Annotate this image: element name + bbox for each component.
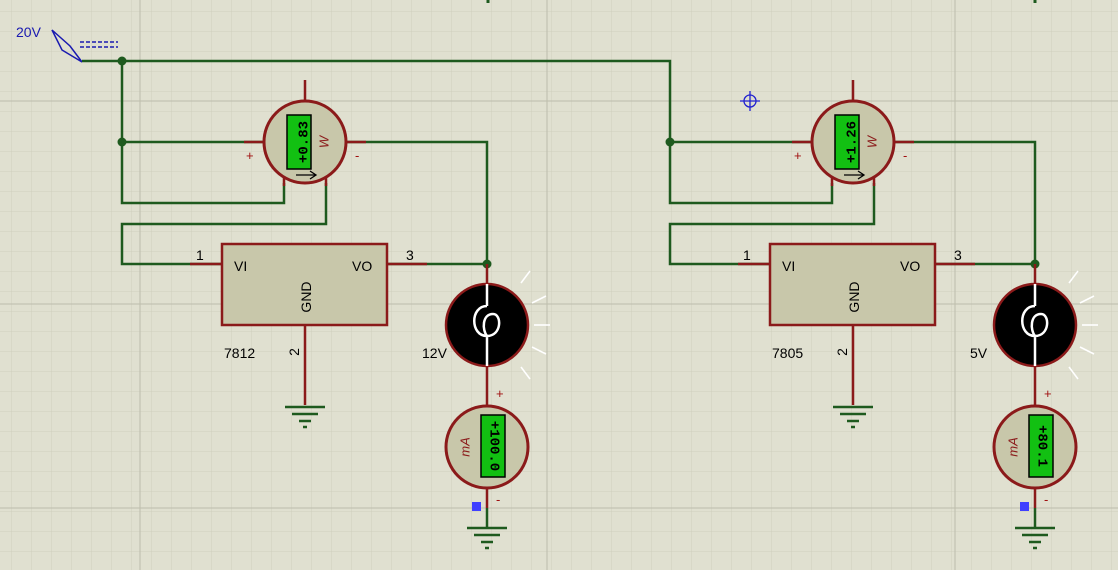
ground-icon (1015, 508, 1055, 550)
ammeter-reading: +100.0 (485, 421, 501, 471)
ground-icon (285, 405, 325, 429)
regulator-part: 7812 (224, 345, 255, 361)
wattmeter-plus: + (794, 148, 802, 163)
ammeter-reading: +80.1 (1033, 425, 1049, 467)
ammeter-plus: + (496, 386, 504, 401)
light-rays-icon (1068, 270, 1098, 380)
wattmeter-display (834, 114, 860, 170)
lamp-left[interactable]: 12V (422, 264, 550, 405)
regulator-pin-gnd: GND (846, 281, 862, 312)
wattmeter-unit: W (864, 134, 879, 148)
wattmeter-right[interactable]: +1.26 W + - (792, 80, 914, 186)
filament-icon (1021, 284, 1049, 366)
regulator-num-gnd: 2 (286, 348, 302, 356)
wattmeter-plus: + (246, 148, 254, 163)
wattmeter-unit: W (316, 134, 331, 148)
regulator-num-in: 1 (743, 247, 751, 263)
direction-arrow-icon (844, 170, 866, 180)
wattmeter-reading: +0.83 (297, 121, 313, 163)
regulator-num-in: 1 (196, 247, 204, 263)
regulator-pin-gnd: GND (298, 281, 314, 312)
ground-icon (467, 508, 507, 550)
lamp-right[interactable]: 5V (970, 264, 1098, 405)
ammeter-plus: + (1044, 386, 1052, 401)
wattmeter-reading: +1.26 (845, 121, 861, 163)
light-rays-icon (520, 270, 550, 380)
regulator-part: 7805 (772, 345, 803, 361)
crosshair-cursor (740, 91, 760, 111)
ammeter-display (1028, 414, 1054, 478)
lamp-label: 5V (970, 345, 988, 361)
circuit-left: +0.83 W + - VI VO GND 1 3 2 7812 (190, 80, 550, 550)
regulator-left[interactable]: VI VO GND 1 3 2 7812 (190, 242, 427, 405)
direction-arrow-icon (296, 170, 318, 180)
regulator-pin-out: VO (352, 258, 372, 274)
lamp-label: 12V (422, 345, 448, 361)
ammeter-minus: - (496, 492, 500, 507)
circuit-right: +1.26 W + - VI VO GND 1 3 2 7805 (738, 80, 1098, 550)
wires[interactable] (82, 59, 1037, 266)
regulator-pin-out: VO (900, 258, 920, 274)
ammeter-unit: mA (457, 437, 472, 457)
regulator-pin-in: VI (234, 258, 247, 274)
regulator-num-gnd: 2 (834, 348, 850, 356)
regulator-num-out: 3 (406, 247, 414, 263)
probe-marker[interactable] (472, 502, 481, 511)
wattmeter-display (286, 114, 312, 170)
filament-icon (473, 284, 501, 366)
wattmeter-minus: - (355, 148, 359, 163)
ammeter-right[interactable]: +80.1 mA + - (992, 386, 1078, 511)
regulator-num-out: 3 (954, 247, 962, 263)
ground-icon (833, 405, 873, 429)
source-label: 20V (16, 24, 42, 40)
ammeter-minus: - (1044, 492, 1048, 507)
ammeter-display (480, 414, 506, 478)
wattmeter-left[interactable]: +0.83 W + - (244, 80, 366, 186)
ammeter-left[interactable]: +100.0 mA + - (444, 386, 530, 511)
wattmeter-minus: - (903, 148, 907, 163)
regulator-pin-in: VI (782, 258, 795, 274)
regulator-right[interactable]: VI VO GND 1 3 2 7805 (738, 242, 975, 405)
probe-marker[interactable] (1020, 502, 1029, 511)
ammeter-unit: mA (1005, 437, 1020, 457)
